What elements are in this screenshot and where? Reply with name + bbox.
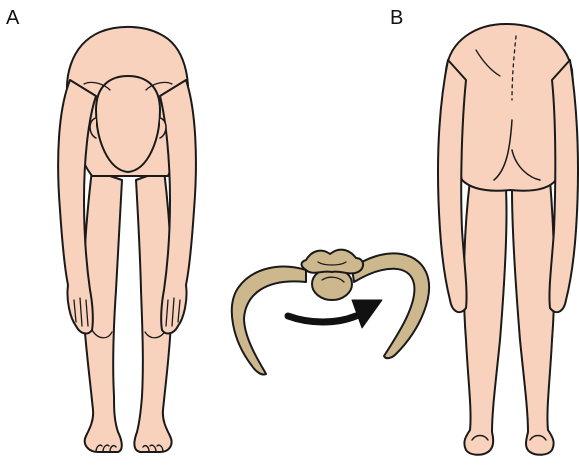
rotation-arrow-head: [352, 300, 382, 328]
figure-b-left-arm: [438, 60, 466, 312]
vertebra-processes: [302, 250, 364, 274]
figure-b-back-view: [438, 24, 578, 455]
figure-b-left-leg: [464, 180, 507, 455]
figure-b-right-leg: [512, 180, 554, 455]
figure-a-front-view: [58, 27, 196, 452]
figure-b-right-arm: [549, 60, 578, 312]
rib-cage-rotation-diagram: [232, 250, 429, 375]
rotation-arrow-shaft: [288, 316, 356, 322]
